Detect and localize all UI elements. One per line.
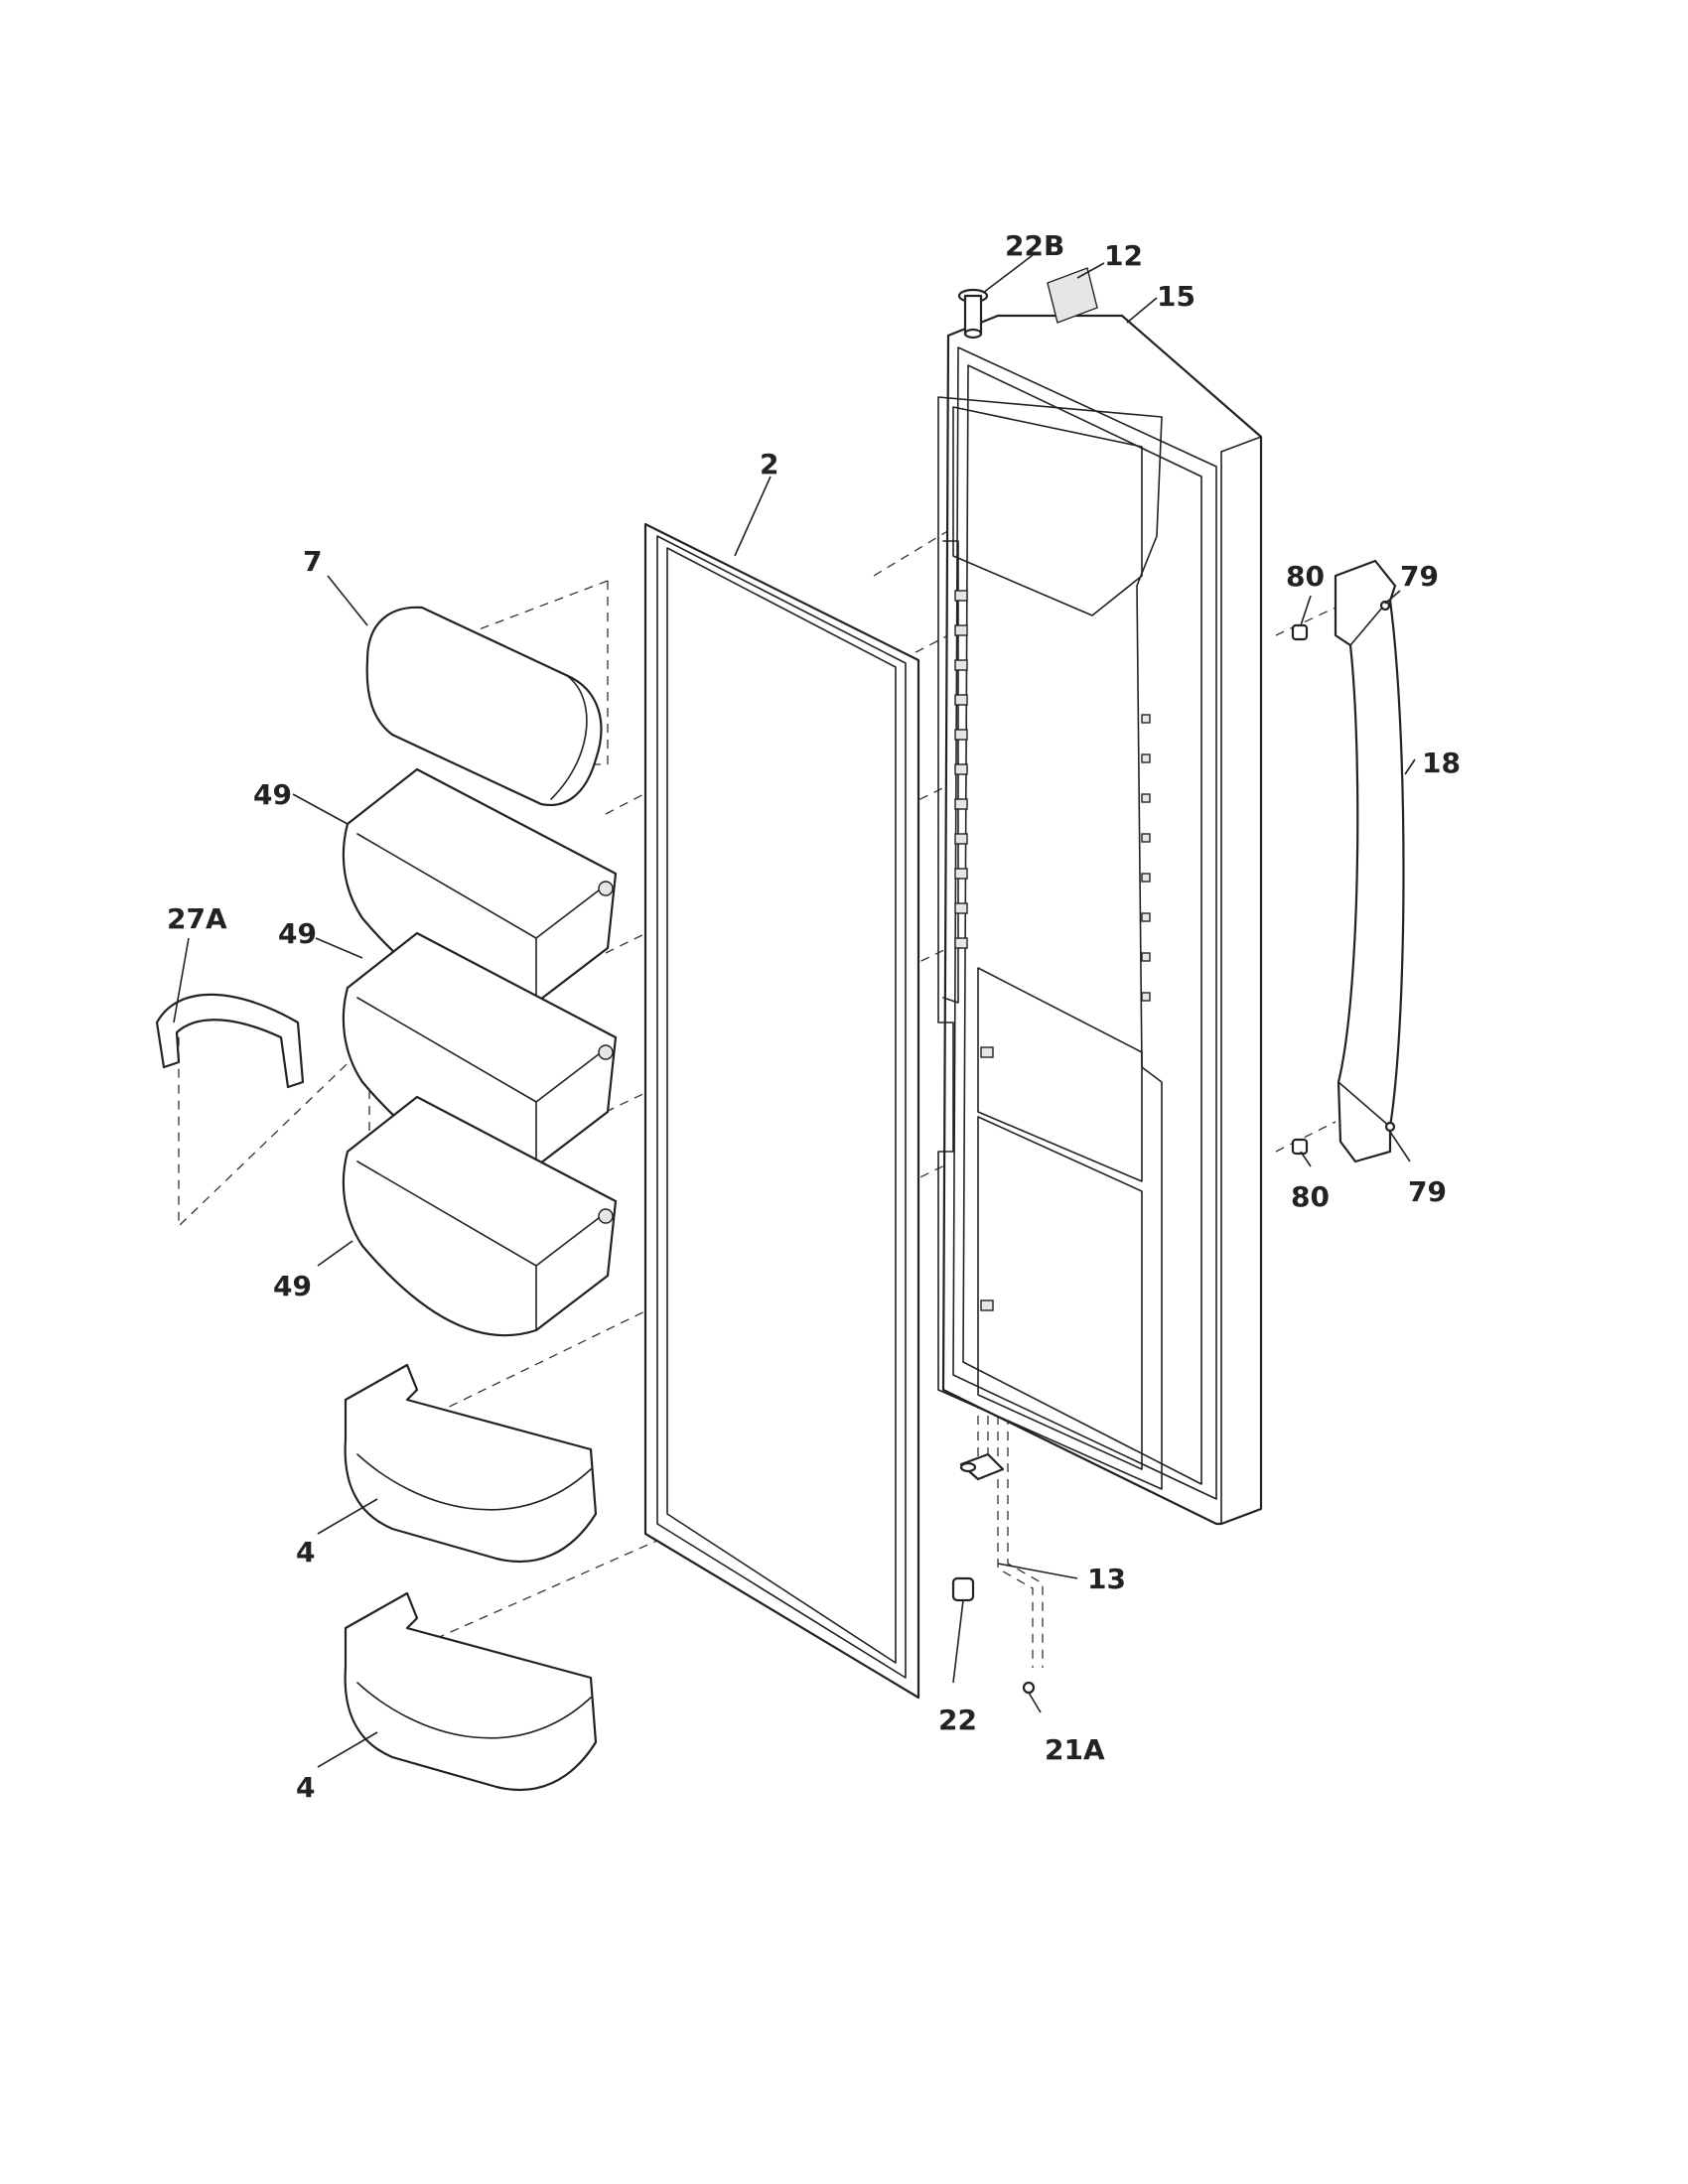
- callout-80-top: 80: [1286, 560, 1325, 593]
- door-gasket: [643, 522, 920, 1700]
- fastener-80-bottom: [1291, 1138, 1309, 1156]
- leader-lines: [173, 254, 1416, 1768]
- label-plate: [1047, 267, 1098, 324]
- hinge-screw: [1022, 1681, 1036, 1695]
- callout-49-bottom: 49: [273, 1270, 312, 1302]
- callout-4-top: 4: [296, 1536, 315, 1569]
- callout-49-middle: 49: [278, 917, 317, 950]
- hinge-bushing: [951, 1576, 975, 1602]
- callout-79-top: 79: [1400, 560, 1439, 593]
- bin-supports: [954, 590, 1151, 1311]
- hinge-bracket: [959, 1452, 1005, 1481]
- door-handle: [1334, 559, 1405, 1163]
- shelf-bin-lower: [344, 1591, 598, 1792]
- fastener-79-bottom: [1384, 1121, 1396, 1133]
- callout-79-bottom: 79: [1408, 1175, 1447, 1208]
- door-assembly: [937, 314, 1263, 1526]
- door-bin-bottom: [342, 1095, 618, 1337]
- callout-7: 7: [303, 545, 322, 578]
- callout-18: 18: [1422, 747, 1461, 779]
- fastener-80-top: [1291, 623, 1309, 641]
- callout-4-bottom: 4: [296, 1771, 315, 1804]
- bin-handle: [155, 993, 305, 1089]
- callout-21a: 21A: [1045, 1733, 1105, 1766]
- callout-22: 22: [938, 1704, 977, 1736]
- callout-15: 15: [1157, 280, 1196, 313]
- dairy-door: [365, 606, 603, 806]
- callout-27a: 27A: [167, 902, 227, 935]
- callout-12: 12: [1104, 239, 1143, 272]
- callouts: 22B 12 15 2 7 80 79 18 49 27A 49 80 79 4…: [167, 229, 1461, 1804]
- callout-13: 13: [1087, 1563, 1126, 1595]
- callout-49-top: 49: [253, 778, 292, 811]
- shelf-bin-upper: [344, 1363, 598, 1564]
- callout-2: 2: [760, 448, 778, 480]
- callout-80-bottom: 80: [1291, 1180, 1330, 1213]
- callout-22b: 22B: [1005, 229, 1064, 262]
- hinge-pin-top: [957, 288, 989, 340]
- fastener-79-top: [1379, 600, 1391, 612]
